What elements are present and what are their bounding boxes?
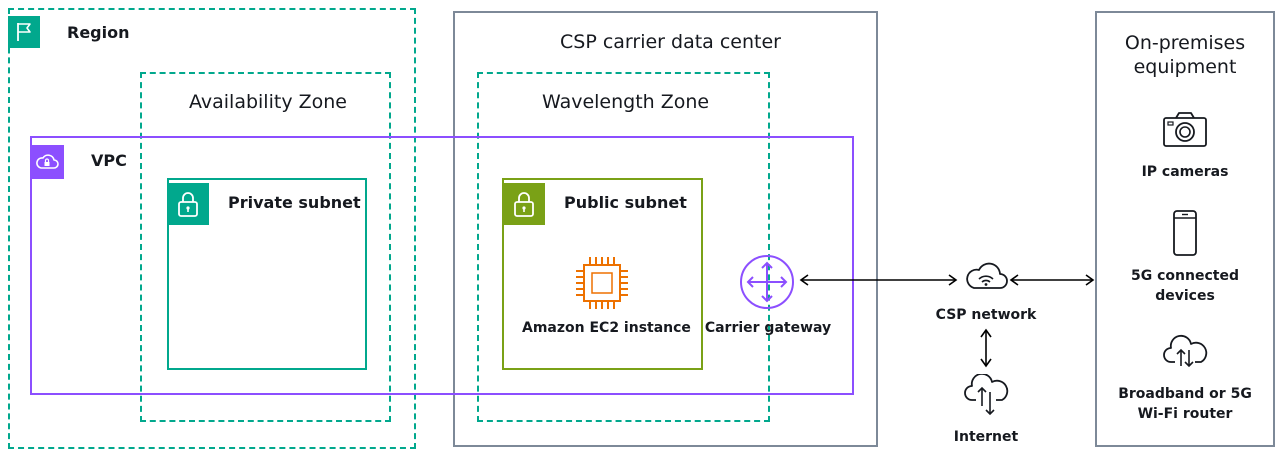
internet-label: Internet [953, 429, 1019, 445]
arrow-csp-network-to-internet [980, 328, 992, 368]
internet[interactable] [962, 374, 1010, 418]
csp-network-label: CSP network [935, 307, 1037, 323]
csp-datacenter-label: CSP carrier data center [560, 31, 781, 53]
public-subnet-label: Public subnet [564, 193, 687, 212]
region-tile [8, 16, 40, 48]
public-subnet-tile [503, 183, 545, 225]
lock-icon [514, 192, 534, 217]
carrier-gateway-label: Carrier gateway [704, 320, 832, 336]
lock-icon [178, 192, 198, 217]
availability-zone-group [140, 72, 391, 422]
vpc-group [30, 136, 854, 395]
csp-network[interactable] [962, 256, 1010, 296]
chip-icon [576, 257, 628, 309]
router-label: Broadband or 5G Wi-Fi router [1118, 386, 1252, 422]
arrow-gateway-to-csp-network [799, 274, 958, 286]
wavelength-zone-group [477, 72, 770, 422]
csp-datacenter-group [453, 11, 878, 447]
private-subnet-tile [167, 183, 209, 225]
ec2-label: Amazon EC2 instance [522, 320, 691, 336]
phone-icon [1173, 210, 1197, 256]
wavelength-zone-label: Wavelength Zone [542, 91, 710, 113]
cloud-lock-icon [36, 154, 59, 169]
router-device[interactable] [1161, 334, 1209, 374]
public-subnet-group [502, 178, 703, 370]
ec2-instance[interactable] [570, 251, 634, 315]
cloud-updown-icon [1163, 334, 1208, 368]
region-label: Region [67, 23, 130, 42]
vpc-label: VPC [91, 151, 127, 170]
region-group [8, 8, 416, 449]
vpc-tile [30, 145, 64, 179]
5g-devices-label: 5G connected devices [1131, 268, 1239, 304]
arrow-csp-network-to-onprem [1009, 274, 1095, 286]
availability-zone-label: Availability Zone [189, 91, 347, 113]
on-premises-group [1095, 11, 1275, 447]
router-arrows-icon [740, 255, 794, 309]
on-premises-title: On-premises equipment [1124, 32, 1246, 78]
flag-icon [17, 23, 31, 41]
cloud-updown-icon [964, 374, 1009, 416]
ip-cameras-label: IP cameras [1141, 164, 1229, 180]
private-subnet-group [167, 178, 367, 370]
cloud-wifi-icon [966, 262, 1008, 289]
private-subnet-label: Private subnet [228, 193, 361, 212]
ip-camera-device[interactable] [1160, 108, 1210, 150]
carrier-gateway[interactable] [738, 253, 796, 311]
camera-icon [1163, 112, 1207, 147]
5g-device[interactable] [1170, 208, 1200, 258]
